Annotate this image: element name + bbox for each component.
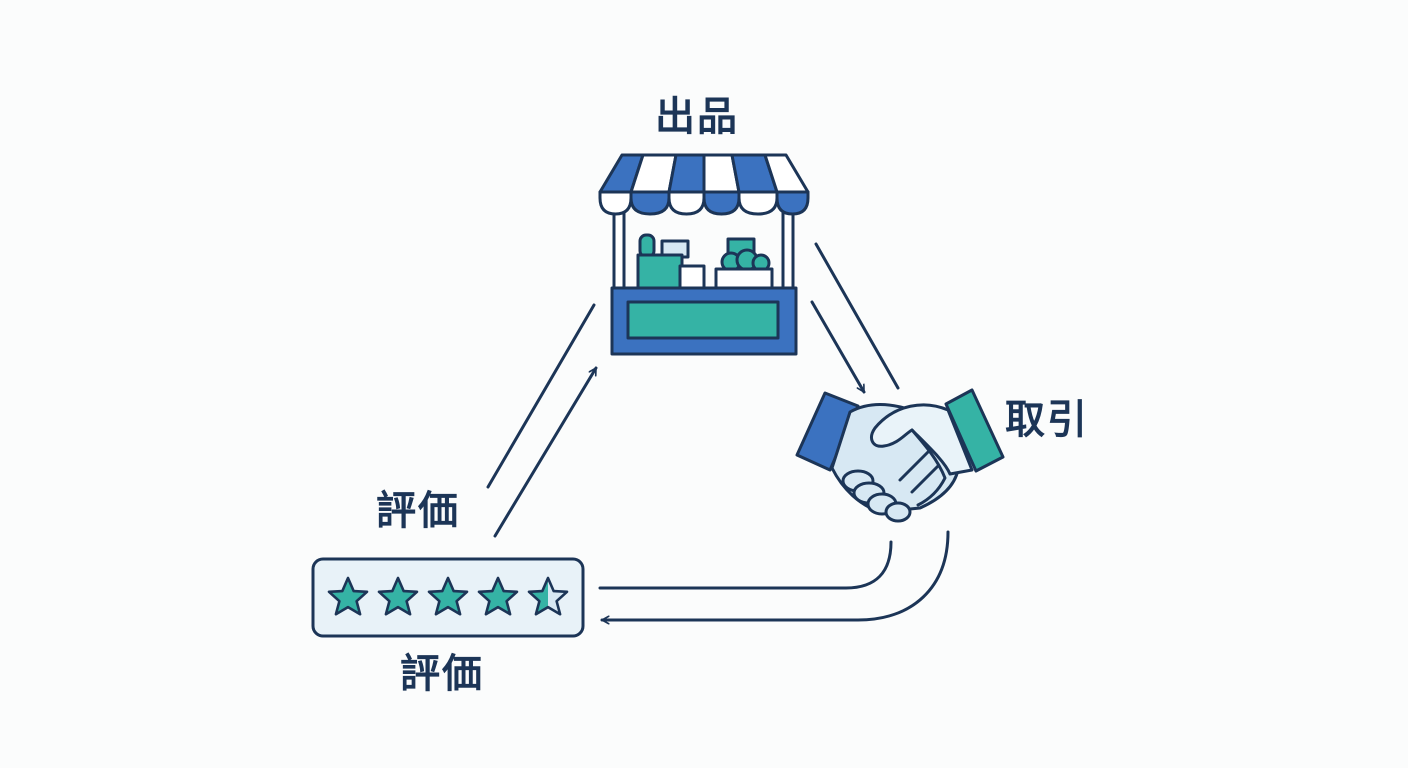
arrow-handshake-to-rating bbox=[600, 530, 950, 620]
market-stall-icon bbox=[598, 153, 810, 356]
five-star-rating-icon bbox=[311, 557, 585, 638]
handshake-icon bbox=[795, 388, 1005, 523]
arrow-stall-to-handshake bbox=[810, 300, 866, 394]
star-3-icon bbox=[427, 576, 469, 616]
cycle-arrows bbox=[486, 242, 950, 620]
arrow-stall-to-handshake-outer bbox=[814, 242, 900, 390]
star-5-half-icon bbox=[527, 576, 569, 616]
arrow-rating-to-stall bbox=[493, 366, 598, 538]
listing-label: 出品 bbox=[655, 94, 739, 140]
star-1-icon bbox=[327, 576, 369, 616]
star-2-icon bbox=[377, 576, 419, 616]
arrow-handshake-to-rating-inner bbox=[598, 540, 893, 590]
trade-label: 取引 bbox=[1005, 397, 1089, 443]
review-label: 評価 bbox=[400, 651, 484, 697]
arrow-rating-to-stall-outer bbox=[486, 303, 596, 489]
review-label-top: 評価 bbox=[376, 488, 460, 534]
star-4-icon bbox=[477, 576, 519, 616]
